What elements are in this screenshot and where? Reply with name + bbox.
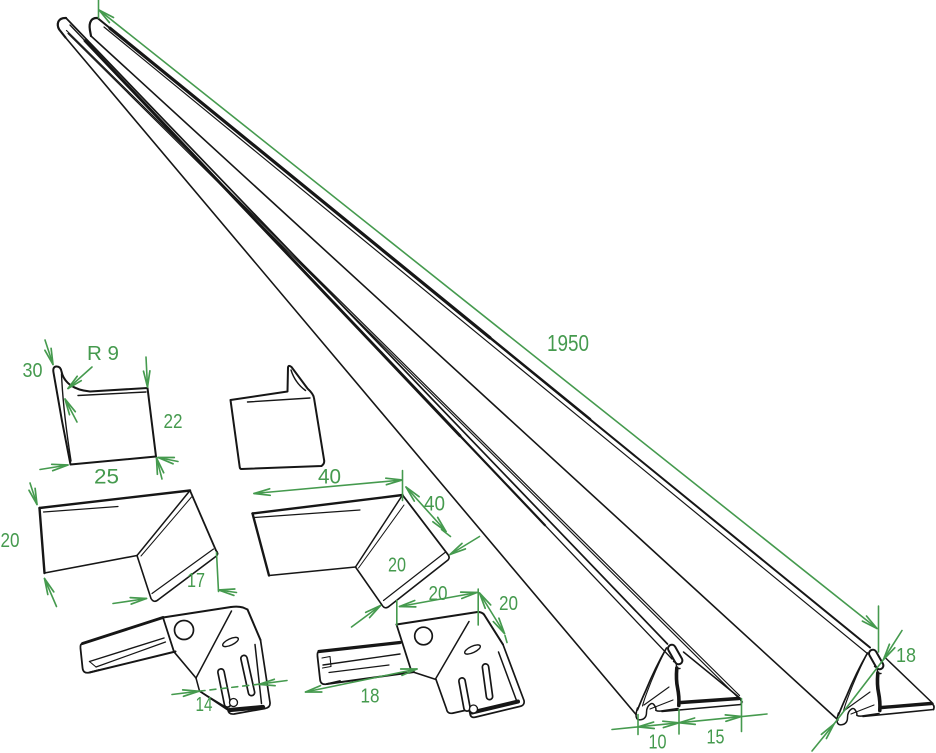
svg-text:40: 40 — [424, 493, 445, 516]
svg-text:20: 20 — [388, 555, 406, 577]
svg-text:30: 30 — [23, 360, 43, 382]
svg-text:25: 25 — [94, 466, 119, 489]
svg-text:20: 20 — [429, 583, 448, 605]
svg-text:18: 18 — [361, 686, 380, 708]
svg-text:40: 40 — [318, 466, 341, 489]
svg-text:1950: 1950 — [547, 330, 589, 356]
svg-text:18: 18 — [896, 645, 916, 667]
svg-text:20: 20 — [499, 593, 518, 615]
svg-text:15: 15 — [707, 727, 725, 749]
svg-text:22: 22 — [164, 411, 183, 433]
svg-text:R 9: R 9 — [87, 343, 119, 365]
svg-text:14: 14 — [196, 694, 213, 716]
svg-text:20: 20 — [1, 530, 20, 552]
svg-text:10: 10 — [649, 732, 667, 753]
svg-text:17: 17 — [187, 570, 205, 592]
